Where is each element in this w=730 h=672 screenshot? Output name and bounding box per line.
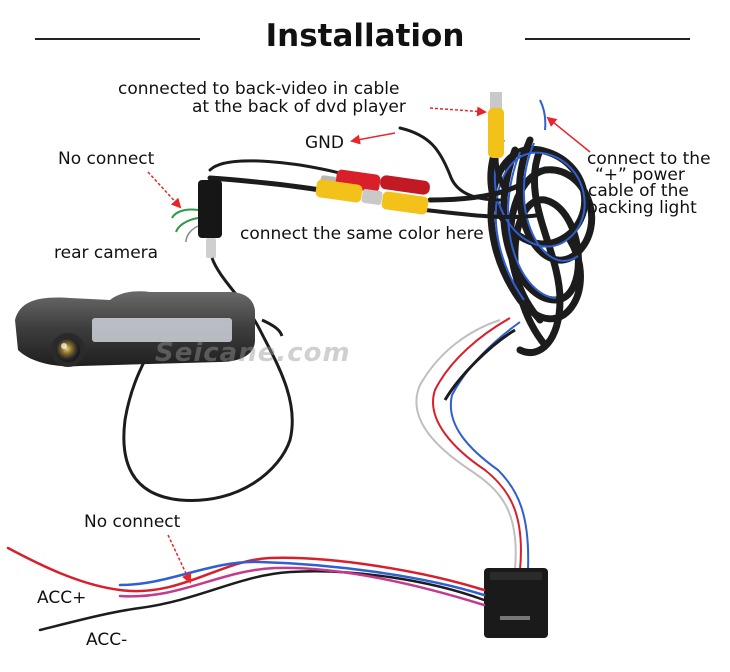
label-no-connect-bottom: No connect [84,512,181,532]
label-acc-plus: ACC+ [37,588,87,608]
rear-camera [15,291,255,367]
label-same-color: connect the same color here [240,224,484,244]
arrow-no-connect-top [147,171,182,209]
rca-yellow-plug [315,179,429,215]
label-power-line1: connect to the [587,149,711,169]
page-title: Installation [265,18,465,54]
camera-cable [122,257,294,502]
label-gnd: GND [305,133,344,153]
power-filter-box [484,568,548,638]
label-no-connect-top: No connect [58,149,155,169]
arrow-no-connect-bottom [167,534,192,584]
label-power-line4: backing light [587,198,697,218]
power-harness [415,317,530,571]
label-power-line2: “+” power [595,165,685,185]
title-rule-right [525,38,690,40]
callout-arrows [147,106,591,584]
watermark: Seicane.com [155,338,351,368]
arrow-power [546,116,591,153]
arrow-gnd [350,132,396,145]
label-power-line3: cable of the [588,181,689,201]
label-rear-camera: rear camera [54,243,159,263]
rca-yellow-top [488,92,508,192]
title-rule-left [35,38,200,40]
camera-connector [171,180,222,258]
label-acc-minus: ACC- [86,630,128,650]
power-wire-tip [539,99,547,131]
coiled-blue-wire [493,139,586,301]
label-back-video-line2: at the back of dvd player [192,97,406,117]
acc-wires [6,546,486,632]
arrow-back-video [429,106,487,117]
label-back-video-line1: connected to back-video in cable [118,79,400,99]
